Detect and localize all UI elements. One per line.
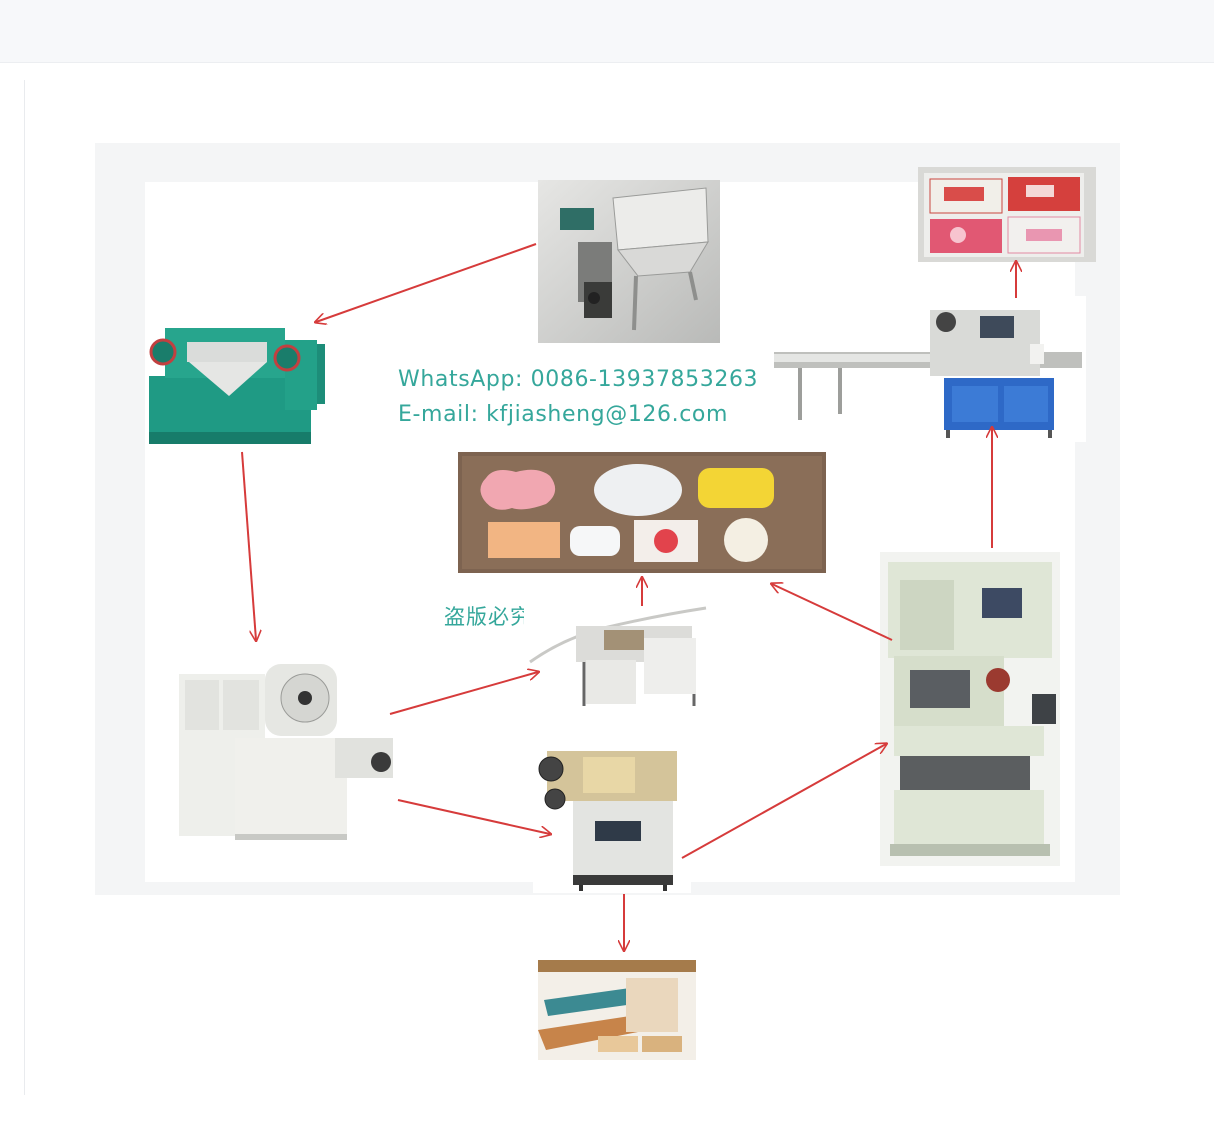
soap-sample-flower — [724, 518, 768, 562]
mixer-machine-image — [538, 180, 720, 343]
top-bar — [0, 0, 1214, 63]
soap-sample-yellow — [698, 468, 774, 508]
vacuum-plodder-image — [175, 658, 405, 844]
soap-sample-pink — [480, 469, 556, 510]
left-divider — [24, 80, 25, 1095]
three-roll-mill-image — [147, 314, 327, 446]
cut-soap-bars-image — [538, 960, 696, 1060]
email-contact: E-mail: kfjiasheng@126.com — [398, 402, 728, 427]
soap-sample-white-oval — [594, 464, 682, 516]
soap-cutting-machine-image — [524, 598, 710, 710]
soap-stamping-machine-image — [880, 552, 1060, 866]
piracy-notice: 盗版必究 — [444, 605, 532, 629]
packaged-soaps-image — [918, 167, 1096, 262]
soap-sample-wrapped-orange — [488, 522, 560, 558]
flow-wrapping-machine-image — [770, 296, 1086, 442]
whatsapp-contact: WhatsApp: 0086-13937853263 — [398, 367, 759, 392]
soap-sample-white — [570, 526, 620, 556]
soap-extruder-image — [533, 743, 691, 893]
soap-samples-image — [458, 452, 826, 573]
soap-sample-rose — [634, 520, 698, 562]
